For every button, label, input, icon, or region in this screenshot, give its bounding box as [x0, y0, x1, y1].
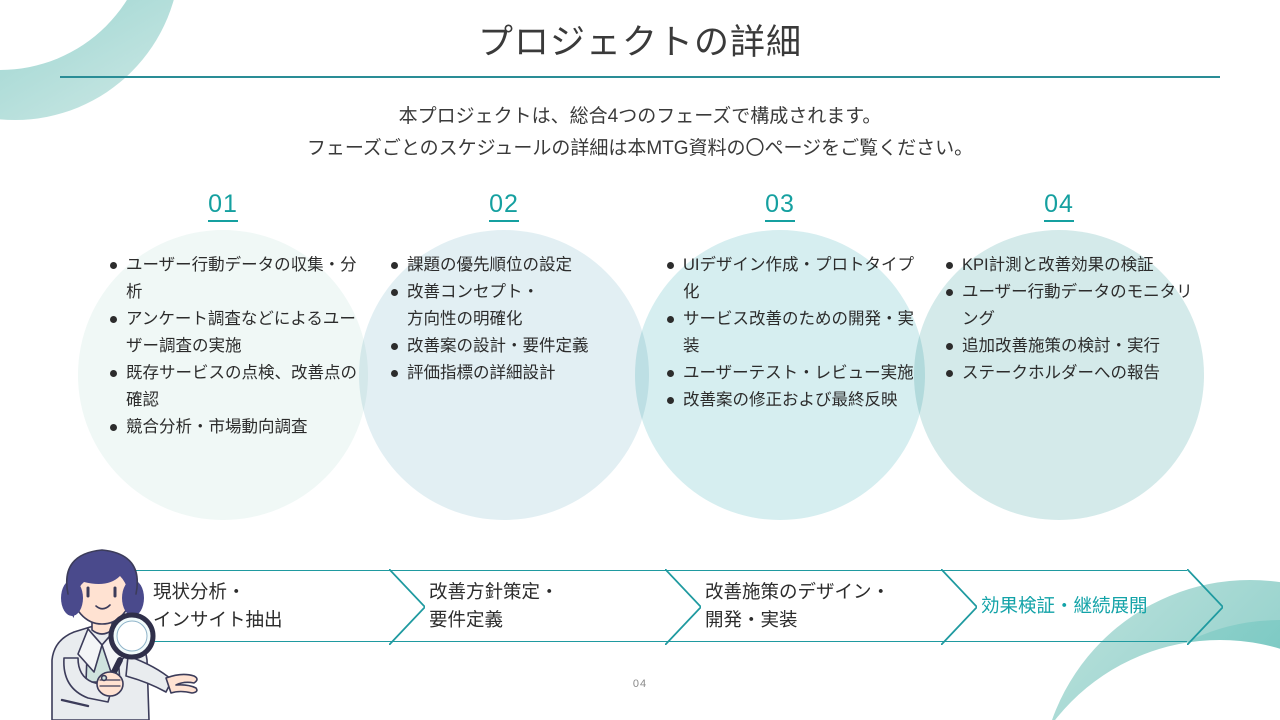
phase-disc-04 — [914, 230, 1204, 520]
phase-number-04: 04 — [914, 190, 1204, 222]
process-step-3[interactable]: 改善施策のデザイン・ 開発・実装 — [665, 569, 977, 645]
title-divider — [60, 76, 1220, 78]
list-item: 評価指標の詳細設計 — [391, 360, 645, 387]
phase-bullet-list-01: ユーザー行動データの収集・分析 アンケート調査などによるユーザー調査の実施 既存… — [108, 252, 364, 441]
list-item: 競合分析・市場動向調査 — [110, 414, 364, 441]
process-step-2-label: 改善方針策定・ 要件定義 — [429, 581, 559, 630]
list-item: アンケート調査などによるユーザー調査の実施 — [110, 306, 364, 360]
phase-number-04-text: 04 — [1044, 190, 1074, 222]
phase-number-02-text: 02 — [489, 190, 519, 222]
page-number: 04 — [632, 678, 648, 690]
list-item: サービス改善のための開発・実装 — [667, 306, 921, 360]
list-item: 課題の優先順位の設定 — [391, 252, 645, 279]
phase-circle-group: 01 ユーザー行動データの収集・分析 アンケート調査などによるユーザー調査の実施… — [0, 190, 1280, 520]
process-chevron-bar: 現状分析・ インサイト抽出 改善方針策定・ 要件定義 改善施策のデザイン・ 開発… — [113, 569, 1223, 645]
phase-disc-03 — [635, 230, 925, 520]
phase-circle-01: 01 ユーザー行動データの収集・分析 アンケート調査などによるユーザー調査の実施… — [78, 190, 368, 520]
phase-circle-03: 03 UIデザイン作成・プロトタイプ化 サービス改善のための開発・実装 ユーザー… — [635, 190, 925, 520]
list-item: UIデザイン作成・プロトタイプ化 — [667, 252, 921, 306]
phase-number-03: 03 — [635, 190, 925, 222]
chevron-right-icon — [1187, 569, 1223, 645]
page-title: プロジェクトの詳細 — [477, 23, 802, 62]
process-step-2[interactable]: 改善方針策定・ 要件定義 — [389, 569, 701, 645]
list-item: ユーザー行動データのモニタリング — [946, 279, 1200, 333]
list-item: 追加改善施策の検討・実行 — [946, 333, 1200, 360]
lead-line-1: 本プロジェクトは、総合4つのフェーズで構成されます。 — [398, 106, 882, 127]
list-item: 改善案の修正および最終反映 — [667, 387, 921, 414]
list-item: ユーザー行動データの収集・分析 — [110, 252, 364, 306]
lead-line-2: フェーズごとのスケジュールの詳細は本MTG資料の〇ページをご覧ください。 — [306, 138, 974, 159]
phase-circle-04: 04 KPI計測と改善効果の検証 ユーザー行動データのモニタリング 追加改善施策… — [914, 190, 1204, 520]
list-item: ユーザーテスト・レビュー実施 — [667, 360, 921, 387]
process-step-4-label: 効果検証・継続展開 — [981, 595, 1148, 616]
phase-bullet-list-02: 課題の優先順位の設定 改善コンセプト・ 方向性の明確化 改善案の設計・要件定義 … — [389, 252, 645, 387]
phase-bullet-list-04: KPI計測と改善効果の検証 ユーザー行動データのモニタリング 追加改善施策の検討… — [944, 252, 1200, 387]
list-item: 既存サービスの点検、改善点の確認 — [110, 360, 364, 414]
phase-disc-02 — [359, 230, 649, 520]
phase-number-01: 01 — [78, 190, 368, 222]
process-step-1-label: 現状分析・ インサイト抽出 — [153, 581, 283, 630]
phase-disc-01 — [78, 230, 368, 520]
phase-bullet-list-03: UIデザイン作成・プロトタイプ化 サービス改善のための開発・実装 ユーザーテスト… — [665, 252, 921, 414]
lead-paragraph: 本プロジェクトは、総合4つのフェーズで構成されます。 フェーズごとのスケジュール… — [0, 101, 1280, 165]
process-step-1[interactable]: 現状分析・ インサイト抽出 — [113, 569, 425, 645]
woman-with-magnifying-glass-illustration — [51, 549, 198, 720]
phase-circle-02: 02 課題の優先順位の設定 改善コンセプト・ 方向性の明確化 改善案の設計・要件… — [359, 190, 649, 520]
list-item: 改善コンセプト・ 方向性の明確化 — [391, 279, 645, 333]
phase-number-03-text: 03 — [765, 190, 795, 222]
phase-number-01-text: 01 — [208, 190, 238, 222]
list-item: KPI計測と改善効果の検証 — [946, 252, 1200, 279]
process-step-4[interactable]: 効果検証・継続展開 — [941, 569, 1223, 645]
phase-number-02: 02 — [359, 190, 649, 222]
list-item: ステークホルダーへの報告 — [946, 360, 1200, 387]
list-item: 改善案の設計・要件定義 — [391, 333, 645, 360]
process-step-3-label: 改善施策のデザイン・ 開発・実装 — [705, 581, 891, 630]
